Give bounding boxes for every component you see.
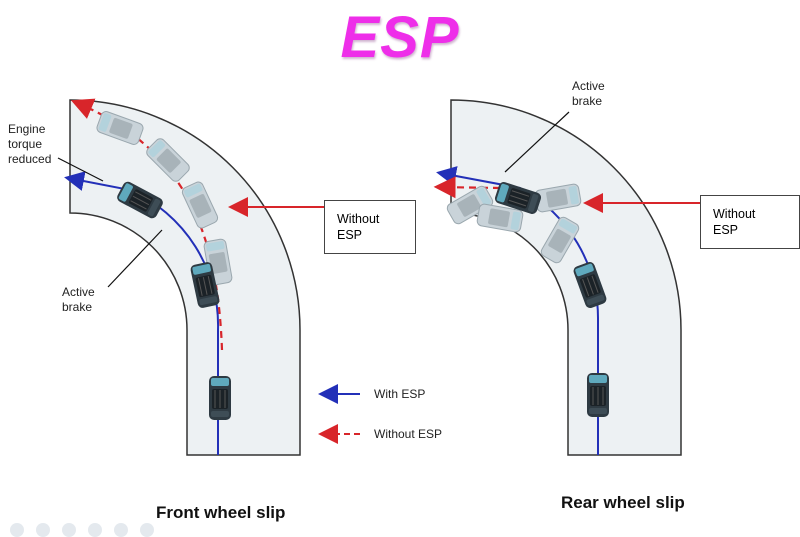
engine-torque-label: Engine torque reduced [8,122,52,166]
caption-front-wheel-slip: Front wheel slip [156,503,286,522]
car [586,372,610,418]
road-left [69,99,301,456]
without-esp-path-left [70,98,224,351]
caption-rear-wheel-slip: Rear wheel slip [561,493,685,512]
legend-without-esp-label: Without ESP [374,427,443,441]
road-right [450,99,682,456]
active-brake-label-left: Active brake [62,285,95,314]
page-title: ESP [340,5,460,70]
without-esp-box-left: Without ESP [324,200,416,254]
legend-with-esp-label: With ESP [374,387,426,401]
without-esp-box-right: Without ESP [700,195,800,249]
active-brake-label-right: Active brake [572,79,605,108]
car [208,375,232,421]
without-esp-path-right [433,176,501,199]
